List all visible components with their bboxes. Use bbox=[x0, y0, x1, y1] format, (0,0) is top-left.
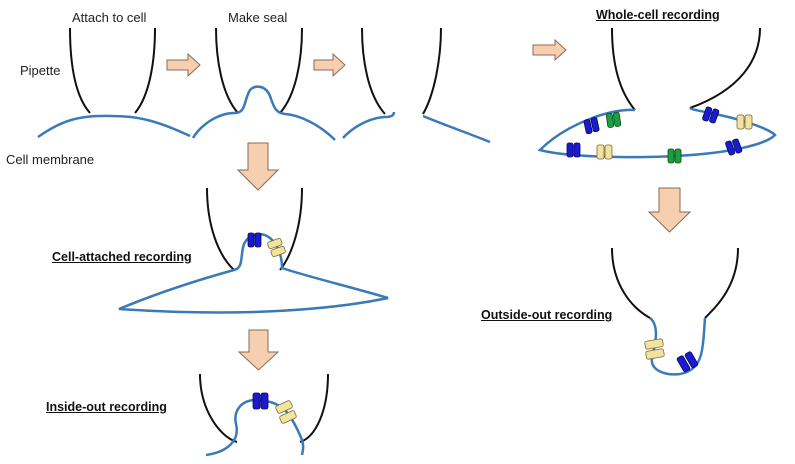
channel-yellow bbox=[744, 114, 753, 130]
channel-green bbox=[674, 148, 682, 164]
step-make-seal bbox=[191, 27, 336, 141]
channel-blue bbox=[260, 392, 269, 410]
arrow-down-3 bbox=[647, 187, 692, 233]
outside-out-config bbox=[611, 247, 739, 376]
channel-blue bbox=[709, 108, 720, 124]
channel-yellow bbox=[644, 338, 664, 350]
pipette-1 bbox=[69, 27, 156, 114]
pipette-whole-cell bbox=[611, 27, 761, 111]
whole-cell-config bbox=[537, 27, 777, 164]
heading-inside-out: Inside-out recording bbox=[46, 400, 167, 414]
pipette-2 bbox=[215, 27, 303, 114]
channel-yellow bbox=[596, 144, 605, 160]
label-pipette: Pipette bbox=[20, 63, 61, 78]
channel-blue bbox=[573, 142, 581, 158]
inside-out-config bbox=[199, 373, 329, 457]
label-cell-membrane: Cell membrane bbox=[6, 152, 95, 167]
cell-attached-config bbox=[118, 187, 389, 314]
channel-yellow bbox=[645, 348, 665, 360]
channel-yellow bbox=[275, 400, 293, 414]
pipette-inside-out bbox=[199, 373, 329, 443]
membrane-1 bbox=[37, 114, 191, 139]
channel-blue bbox=[702, 106, 713, 122]
heading-cell-attached: Cell-attached recording bbox=[52, 250, 192, 264]
channel-green bbox=[667, 148, 675, 164]
channel-blue bbox=[254, 232, 262, 248]
pipette-3 bbox=[361, 27, 442, 115]
channel-green bbox=[605, 112, 615, 128]
pipette-outside-out bbox=[611, 247, 739, 319]
membrane-inside-out bbox=[205, 398, 305, 457]
channel-blue bbox=[566, 142, 574, 158]
arrow-down-1 bbox=[236, 142, 280, 191]
channel-blue bbox=[725, 140, 736, 156]
channel-blue bbox=[676, 355, 691, 373]
channel-blue bbox=[590, 117, 600, 133]
label-attach: Attach to cell bbox=[72, 10, 147, 25]
channel-blue bbox=[252, 392, 261, 410]
channels-whole-cell bbox=[566, 106, 753, 164]
arrow-right-3 bbox=[532, 38, 567, 62]
channel-blue bbox=[732, 138, 743, 154]
channel-yellow bbox=[604, 144, 613, 160]
channel-yellow bbox=[279, 410, 297, 424]
arrow-right-2 bbox=[313, 52, 346, 78]
label-make-seal: Make seal bbox=[228, 10, 288, 25]
channel-yellow bbox=[267, 238, 283, 250]
channel-green bbox=[612, 111, 622, 127]
membrane-2 bbox=[191, 85, 336, 141]
arrow-right-1 bbox=[166, 52, 201, 78]
channel-yellow bbox=[736, 114, 745, 130]
channel-yellow bbox=[270, 245, 286, 257]
heading-outside-out: Outside-out recording bbox=[481, 308, 613, 322]
channel-blue bbox=[583, 119, 593, 135]
step-rupture bbox=[342, 27, 491, 144]
pipette-cell-attached bbox=[206, 187, 303, 271]
heading-whole-cell: Whole-cell recording bbox=[596, 8, 720, 22]
channel-blue bbox=[684, 351, 699, 369]
arrow-down-2 bbox=[237, 329, 280, 371]
membrane-3 bbox=[342, 111, 491, 144]
channel-blue bbox=[247, 232, 255, 248]
step-attach bbox=[37, 27, 191, 139]
